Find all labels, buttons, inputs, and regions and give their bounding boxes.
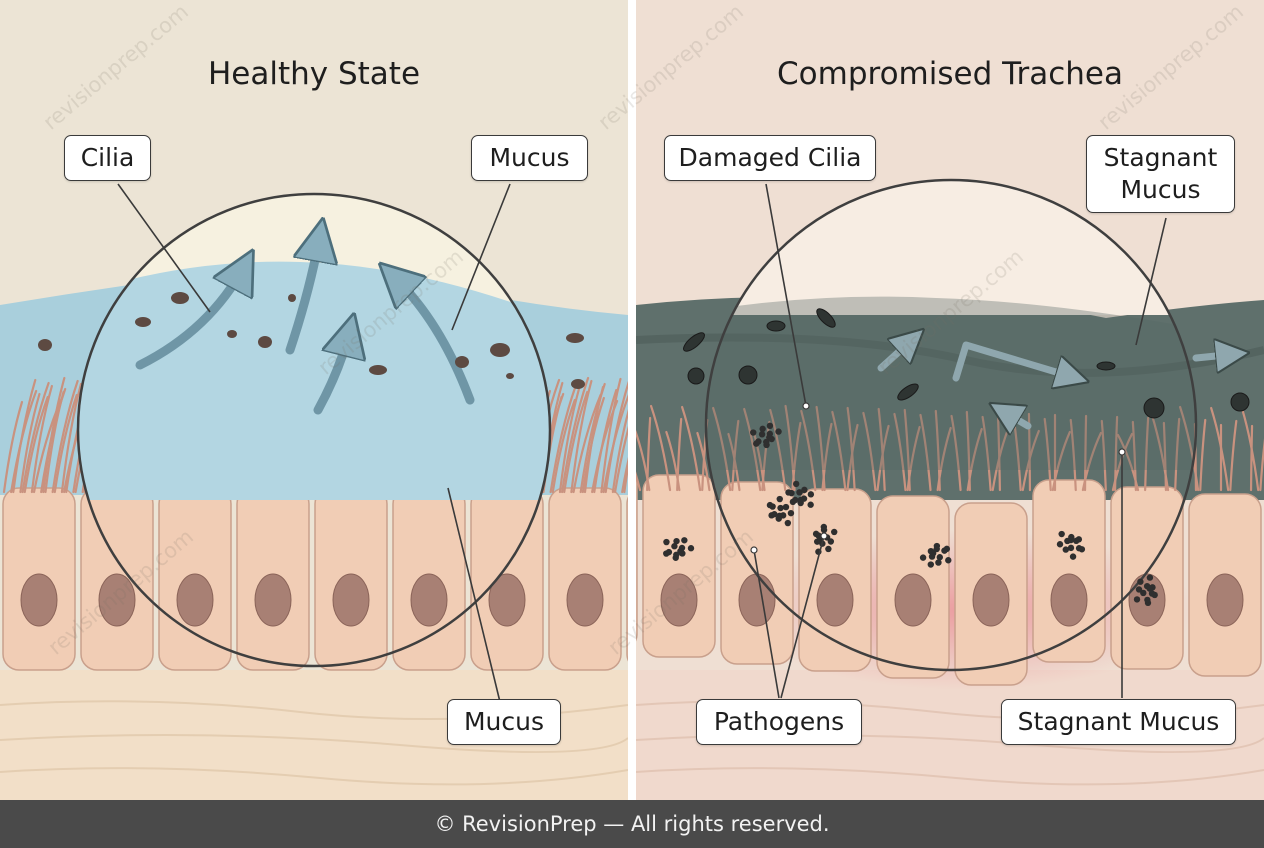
compromised-illustration [636, 178, 1264, 800]
epithelial-cells [636, 474, 1262, 686]
cell-nucleus [20, 573, 58, 627]
cell-nucleus [738, 573, 776, 627]
epithelial-cell [626, 496, 628, 662]
magnifier-circle [76, 192, 552, 668]
healthy-illustration [0, 183, 628, 800]
cell-nucleus [488, 573, 526, 627]
epithelial-cell [642, 474, 716, 658]
compromised-title: Compromised Trachea [777, 56, 1123, 92]
epithelial-cell [636, 476, 638, 642]
mucus-label-bottom: Mucus [447, 699, 561, 745]
cell-nucleus [98, 573, 136, 627]
leader-lines [117, 183, 511, 703]
epithelial-cell [1032, 479, 1106, 663]
cilia-label: Cilia [64, 135, 151, 181]
cell-nucleus [332, 573, 370, 627]
cell-nucleus [410, 573, 448, 627]
footer-bar: © RevisionPrep — All rights reserved. [0, 800, 1264, 848]
damaged-cilia-label: Damaged Cilia [664, 135, 876, 181]
cell-nucleus [1050, 573, 1088, 627]
cell-nucleus [1206, 573, 1244, 627]
epithelial-cells [2, 487, 628, 671]
stagnant-flow-arrows [877, 338, 1236, 426]
cell-nucleus [660, 573, 698, 627]
bacteria [683, 308, 1250, 419]
cell-nucleus [566, 573, 604, 627]
cell-nucleus [972, 573, 1010, 627]
cell-nucleus [254, 573, 292, 627]
stagnant-mucus-layer [636, 296, 1264, 500]
copyright-text: © RevisionPrep — All rights reserved. [434, 812, 830, 836]
stagnant-mucus-label-bottom: Stagnant Mucus [1001, 699, 1236, 745]
pathogen-clusters [663, 422, 1158, 607]
healthy-panel: Healthy State Cilia Mucus Mucus [0, 0, 628, 800]
mucus-flow-arrows [135, 235, 475, 415]
panel-divider [628, 0, 636, 800]
debris-particles [38, 292, 585, 389]
magnified-view [78, 194, 550, 500]
magnifier-circle [704, 178, 1198, 672]
cell-nucleus [176, 573, 214, 627]
compromised-panel: Compromised Trachea Damaged Cilia Stagna… [636, 0, 1264, 800]
stagnant-mucus-label-top: Stagnant Mucus [1086, 135, 1235, 213]
leader-lines [753, 183, 1167, 699]
cell-nucleus [894, 573, 932, 627]
healthy-title: Healthy State [207, 56, 421, 92]
cell-nucleus [816, 573, 854, 627]
damaged-cilia [636, 404, 1264, 492]
mucus-label-top: Mucus [471, 135, 588, 181]
pathogens-label: Pathogens [696, 699, 862, 745]
